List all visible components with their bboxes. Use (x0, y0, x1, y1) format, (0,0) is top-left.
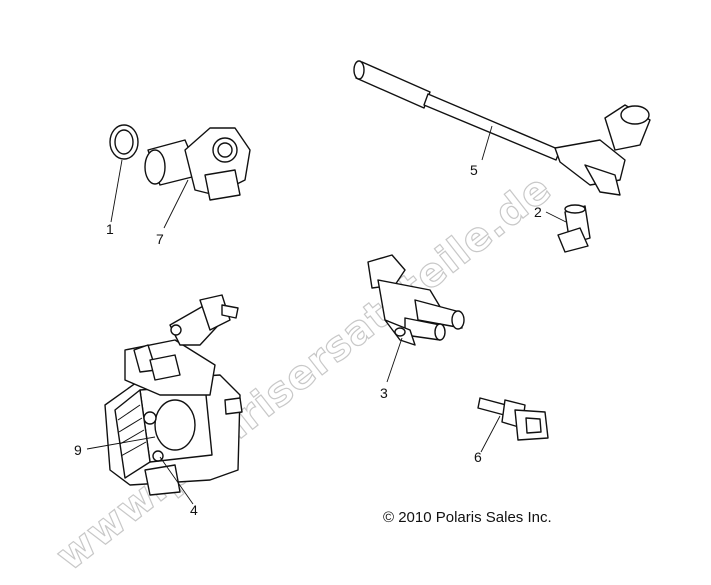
callout-7: 7 (156, 231, 164, 247)
leader-1 (110, 159, 123, 223)
bolt-part (557, 204, 591, 253)
leader-4 (159, 456, 194, 505)
leader-5 (481, 125, 493, 161)
callout-5: 5 (470, 162, 478, 178)
throttle-body-part (104, 294, 243, 496)
valve-part (367, 254, 465, 346)
cable-sensor-part (353, 60, 651, 196)
callout-6: 6 (474, 449, 482, 465)
callout-4: 4 (190, 502, 198, 518)
speed-sensor-part (144, 127, 251, 201)
callout-3: 3 (380, 385, 388, 401)
leader-3 (386, 337, 403, 383)
copyright-text: © 2010 Polaris Sales Inc. (383, 509, 552, 526)
o-ring-part (109, 124, 139, 160)
callout-1: 1 (106, 221, 114, 237)
leader-7 (163, 179, 189, 229)
temperature-sensor-part (477, 397, 549, 441)
callout-9: 9 (74, 442, 82, 458)
callout-2: 2 (534, 204, 542, 220)
leader-6 (480, 415, 501, 453)
leader-2 (545, 211, 567, 223)
leader-lines (86, 125, 567, 505)
leader-9 (86, 436, 156, 450)
